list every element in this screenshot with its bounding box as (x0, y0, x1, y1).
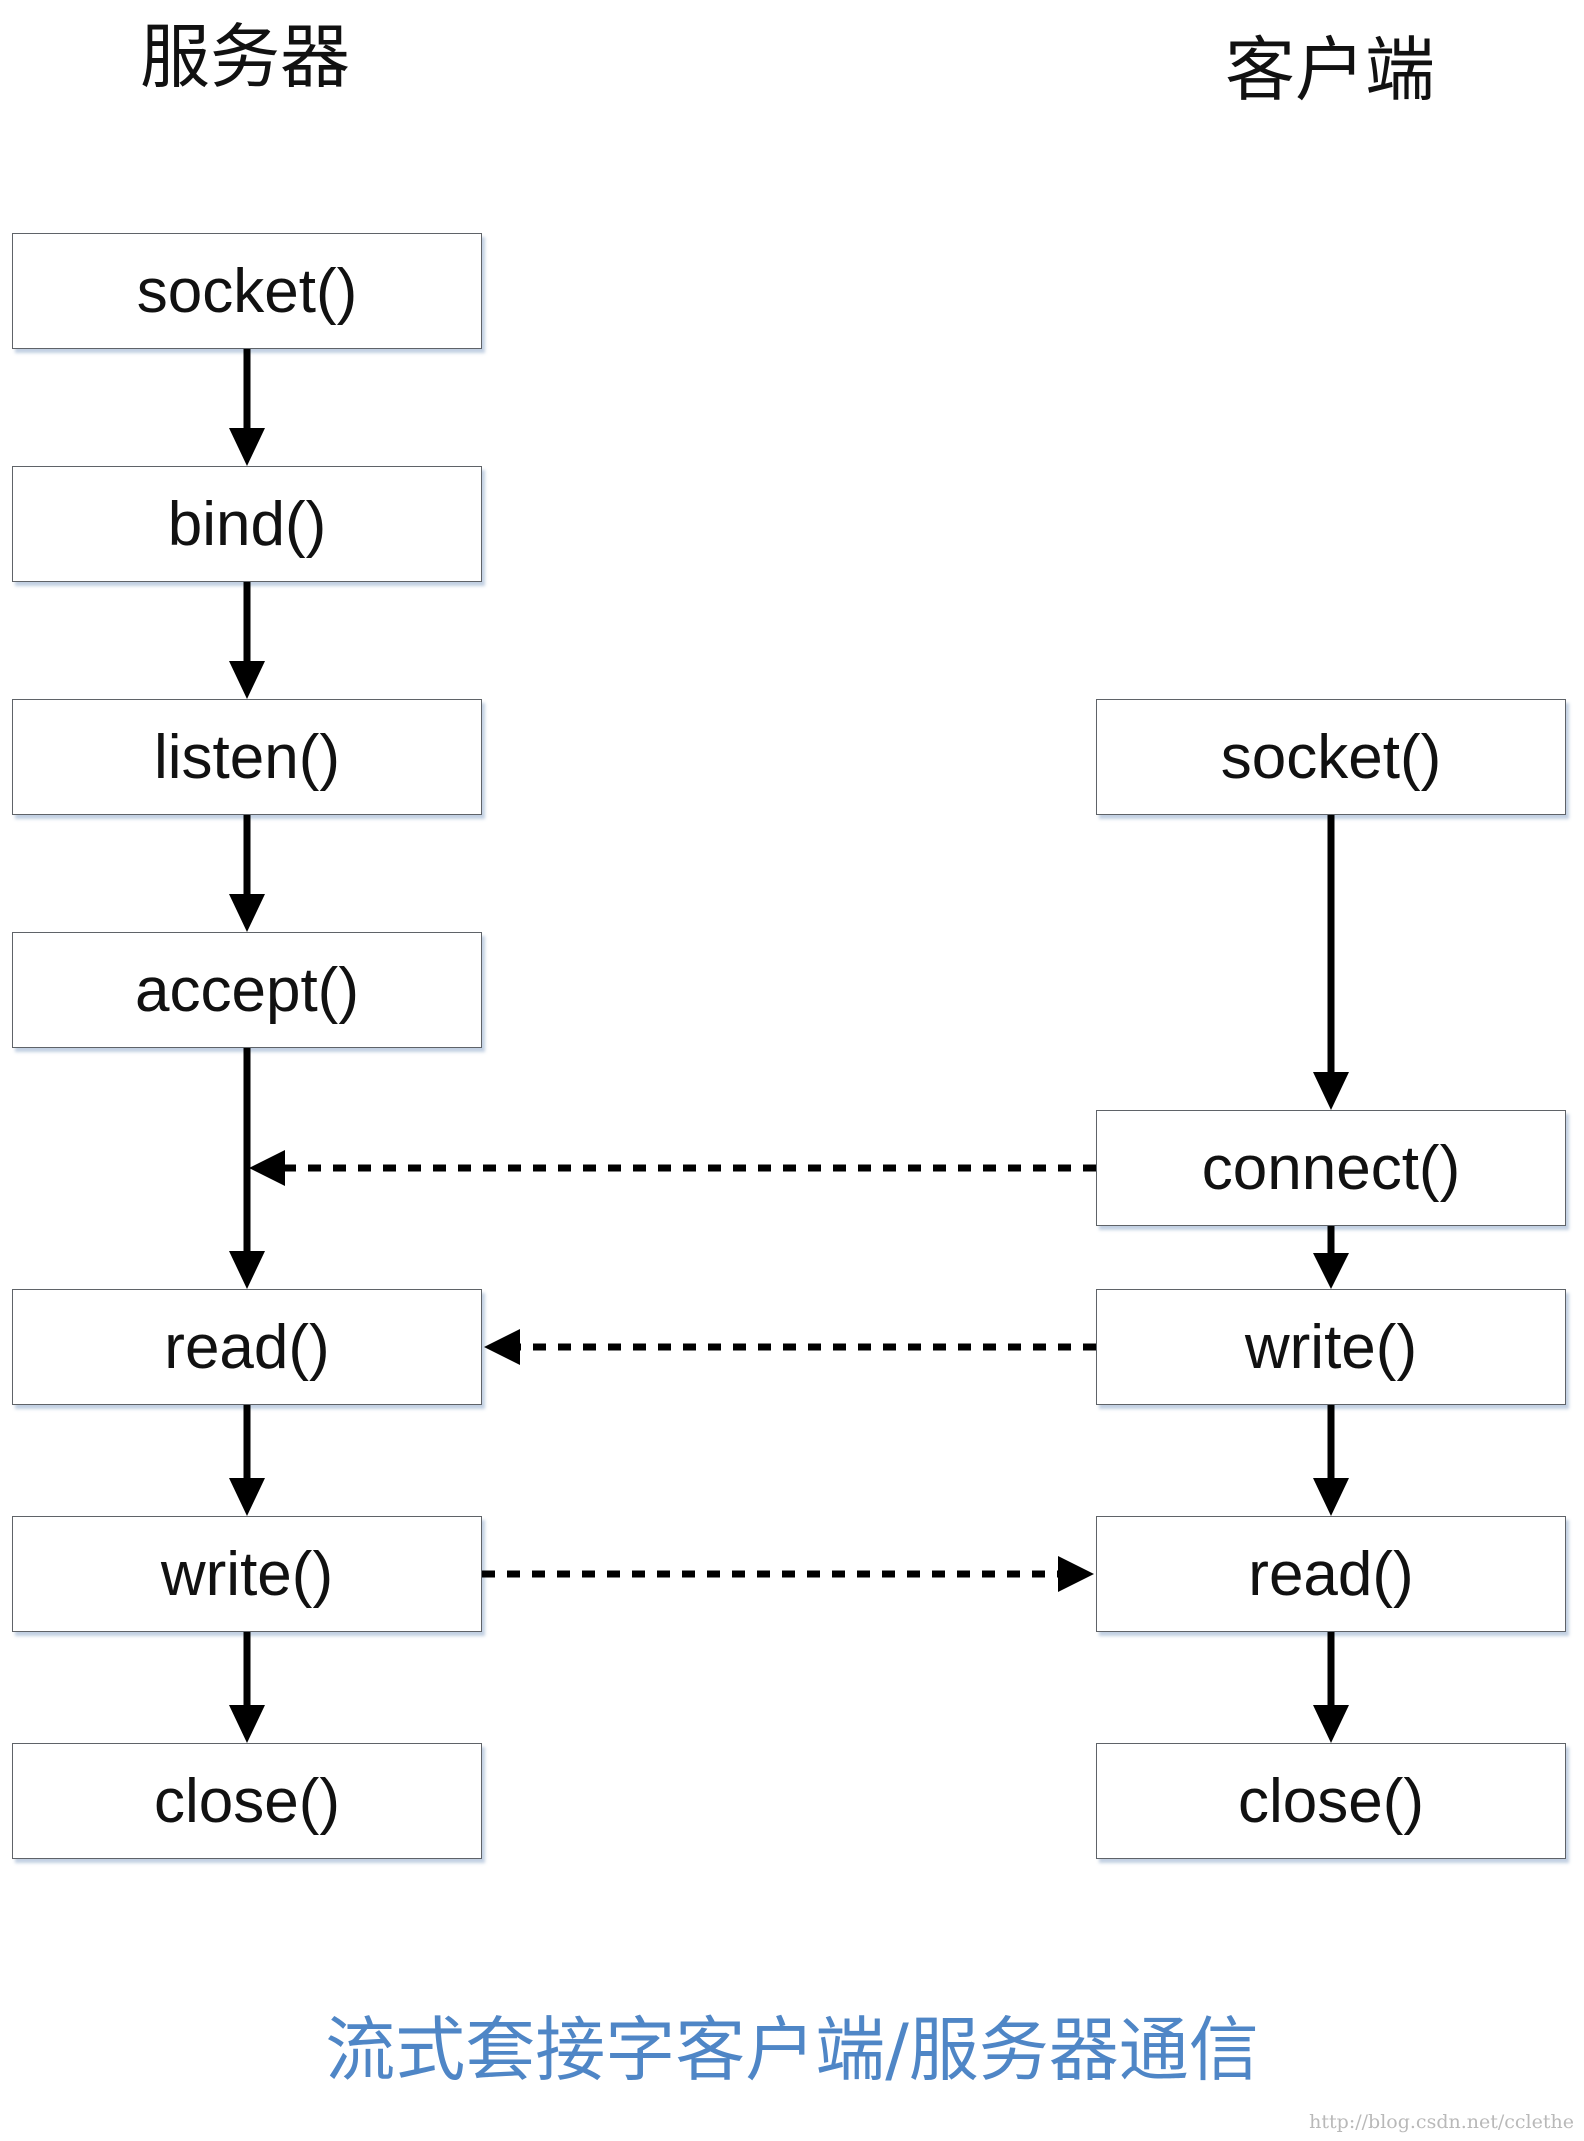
dashed-arrow-connect-to-accept (249, 1150, 1096, 1186)
watermark: http://blog.csdn.net/cclethe (1309, 2111, 1574, 2133)
server-step-socket: socket() (12, 233, 482, 349)
server-step-close: close() (12, 1743, 482, 1859)
client-step-close: close() (1096, 1743, 1566, 1859)
client-column-title: 客户端 (1225, 29, 1435, 111)
server-step-write: write() (12, 1516, 482, 1632)
server-step-read: read() (12, 1289, 482, 1405)
diagram-caption: 流式套接字客户端/服务器通信 (325, 2009, 1259, 2091)
server-step-listen: listen() (12, 699, 482, 815)
server-arrow-socket-to-bind (229, 349, 265, 466)
client-step-connect: connect() (1096, 1110, 1566, 1226)
client-arrow-read-to-close (1313, 1632, 1349, 1743)
server-arrow-read-to-write (229, 1405, 265, 1516)
client-arrow-socket-to-connect (1313, 815, 1349, 1110)
server-arrow-accept-to-read (229, 1048, 265, 1289)
server-arrow-write-to-close (229, 1632, 265, 1743)
client-step-read: read() (1096, 1516, 1566, 1632)
dashed-arrow-server-write-to-client-read (482, 1556, 1094, 1592)
server-step-bind: bind() (12, 466, 482, 582)
server-column-title: 服务器 (140, 16, 350, 98)
client-arrow-connect-to-write (1313, 1226, 1349, 1289)
server-arrow-bind-to-listen (229, 582, 265, 699)
client-step-write: write() (1096, 1289, 1566, 1405)
server-step-accept: accept() (12, 932, 482, 1048)
server-arrow-listen-to-accept (229, 815, 265, 932)
client-step-socket: socket() (1096, 699, 1566, 815)
dashed-arrow-client-write-to-server-read (484, 1329, 1096, 1365)
client-arrow-write-to-read (1313, 1405, 1349, 1516)
